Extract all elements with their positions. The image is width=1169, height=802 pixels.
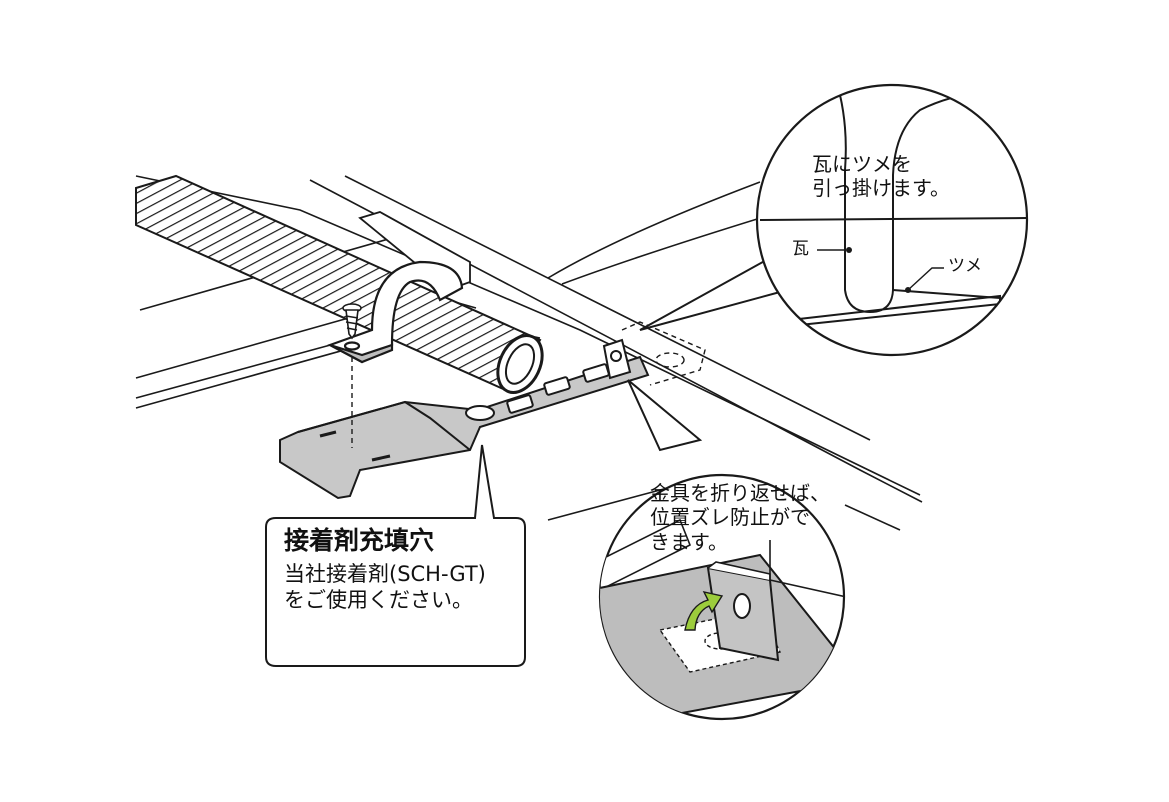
zoom-circle-tile xyxy=(639,83,1029,357)
claw-label: ツメ xyxy=(948,256,982,276)
tile-claw-instruction: 瓦にツメを 引っ掛けます。 xyxy=(812,152,950,201)
pipe-saddle-clamp xyxy=(327,260,464,364)
base-bracket xyxy=(279,338,650,500)
screw-icon xyxy=(342,303,362,340)
adhesive-callout-box xyxy=(265,444,526,667)
adhesive-hole-title: 接着剤充填穴 xyxy=(284,526,435,555)
zoom-circle-fold xyxy=(598,379,846,721)
adhesive-instruction-text: 当社接着剤(SCH-GT) をご使用ください。 xyxy=(284,562,486,613)
tile-label: 瓦 xyxy=(792,239,809,259)
fold-instruction: 金具を折り返せば、 位置ズレ防止がで きます。 xyxy=(650,481,830,554)
corrugated-pipe xyxy=(135,174,544,394)
fold-arrow-icon xyxy=(684,590,724,631)
